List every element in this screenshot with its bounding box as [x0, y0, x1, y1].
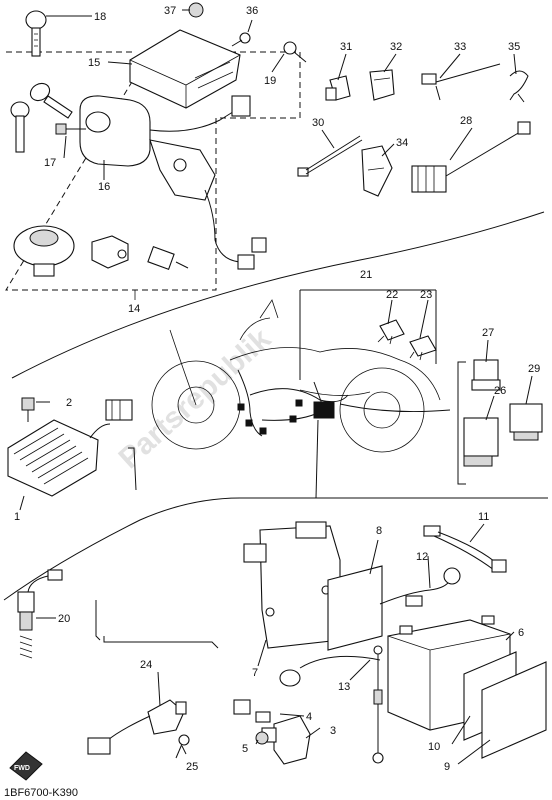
clip-35[interactable]: [509, 70, 529, 103]
battery-box-7[interactable]: [243, 521, 341, 649]
callout-29: 29: [528, 363, 540, 375]
callout-25: 25: [186, 761, 198, 773]
callout-36: 36: [246, 5, 258, 17]
relay-28[interactable]: [411, 121, 531, 193]
callout-7: 7: [252, 667, 258, 679]
callout-20: 20: [58, 613, 70, 625]
sensor-20[interactable]: [17, 569, 63, 659]
cap-14[interactable]: [13, 225, 75, 277]
callout-31: 31: [340, 41, 352, 53]
callout-18: 18: [94, 11, 106, 23]
bolt-19[interactable]: [283, 41, 307, 63]
minus-lead-13[interactable]: [372, 645, 384, 764]
fwd-label: FWD: [14, 765, 30, 772]
band-33[interactable]: [421, 63, 501, 101]
callout-21: 21: [360, 269, 372, 281]
callout-10: 10: [428, 741, 440, 753]
callout-2: 2: [66, 397, 72, 409]
callout-32: 32: [390, 41, 402, 53]
callout-5: 5: [242, 743, 248, 755]
clamp-31[interactable]: [325, 75, 351, 101]
relay-29[interactable]: [509, 403, 543, 441]
callout-3: 3: [330, 725, 336, 737]
callout-34: 34: [396, 137, 408, 149]
plus-lead-battery[interactable]: [279, 655, 381, 687]
cover-12[interactable]: [379, 567, 461, 607]
fuse-23[interactable]: [409, 335, 437, 361]
wire-harness-21[interactable]: [237, 369, 451, 437]
key-18[interactable]: [25, 10, 47, 57]
bolt-17[interactable]: [55, 123, 86, 135]
fuse-holder-4[interactable]: [233, 699, 271, 723]
section-divider-upper: [11, 211, 545, 379]
callout-numbers: 18 37 36 15 19 31 32 33 35 30 28 34 17 1…: [14, 5, 540, 773]
callout-17: 17: [44, 157, 56, 169]
callout-22: 22: [386, 289, 398, 301]
sheet-8[interactable]: [327, 565, 383, 651]
screw-36[interactable]: [231, 32, 251, 47]
pad-9[interactable]: [481, 661, 547, 759]
main-switch-16[interactable]: [79, 95, 267, 270]
unit-15[interactable]: [129, 29, 241, 109]
relay-26[interactable]: [463, 417, 499, 467]
callout-19: 19: [264, 75, 276, 87]
nut-37[interactable]: [188, 2, 204, 18]
motorcycle-outline: [151, 299, 441, 453]
callout-11: 11: [478, 511, 489, 523]
clamp-32[interactable]: [369, 69, 395, 101]
kit-boundary: [5, 51, 301, 291]
bolt-25[interactable]: [175, 734, 190, 759]
callout-26: 26: [494, 385, 506, 397]
watermark: Partsrepublik: [113, 322, 278, 475]
callout-27: 27: [482, 327, 494, 339]
callout-23: 23: [420, 289, 432, 301]
seat-lock-14[interactable]: [147, 246, 189, 270]
keys-16[interactable]: [10, 80, 73, 153]
callout-12: 12: [416, 551, 428, 563]
section-divider-lower: [3, 497, 548, 601]
callout-9: 9: [444, 761, 450, 773]
bolt-2[interactable]: [21, 397, 35, 422]
callout-16: 16: [98, 181, 110, 193]
callout-28: 28: [460, 115, 472, 127]
sensor-24[interactable]: [87, 699, 187, 755]
holder-34[interactable]: [361, 145, 393, 197]
callout-8: 8: [376, 525, 382, 537]
cable-tie-30[interactable]: [297, 135, 363, 177]
lock-cylinder-14[interactable]: [91, 235, 129, 269]
callout-33: 33: [454, 41, 466, 53]
rectifier-regulator-1[interactable]: [7, 399, 133, 497]
leader-lines: [19, 9, 533, 765]
band-11[interactable]: [423, 525, 507, 573]
callout-35: 35: [508, 41, 520, 53]
callout-30: 30: [312, 117, 324, 129]
footer-code: 1BF6700-K390: [4, 787, 78, 799]
fuse-22[interactable]: [377, 319, 405, 345]
callout-1: 1: [14, 511, 20, 523]
callout-13: 13: [338, 681, 350, 693]
bolt-5[interactable]: [255, 731, 269, 745]
callout-4: 4: [306, 711, 312, 723]
fwd-arrow-icon: FWD: [9, 751, 43, 781]
starter-relay-3[interactable]: [261, 715, 311, 765]
callout-14: 14: [128, 303, 140, 315]
callout-15: 15: [88, 57, 100, 69]
callout-6: 6: [518, 627, 524, 639]
callout-37: 37: [164, 5, 176, 17]
callout-24: 24: [140, 659, 152, 671]
